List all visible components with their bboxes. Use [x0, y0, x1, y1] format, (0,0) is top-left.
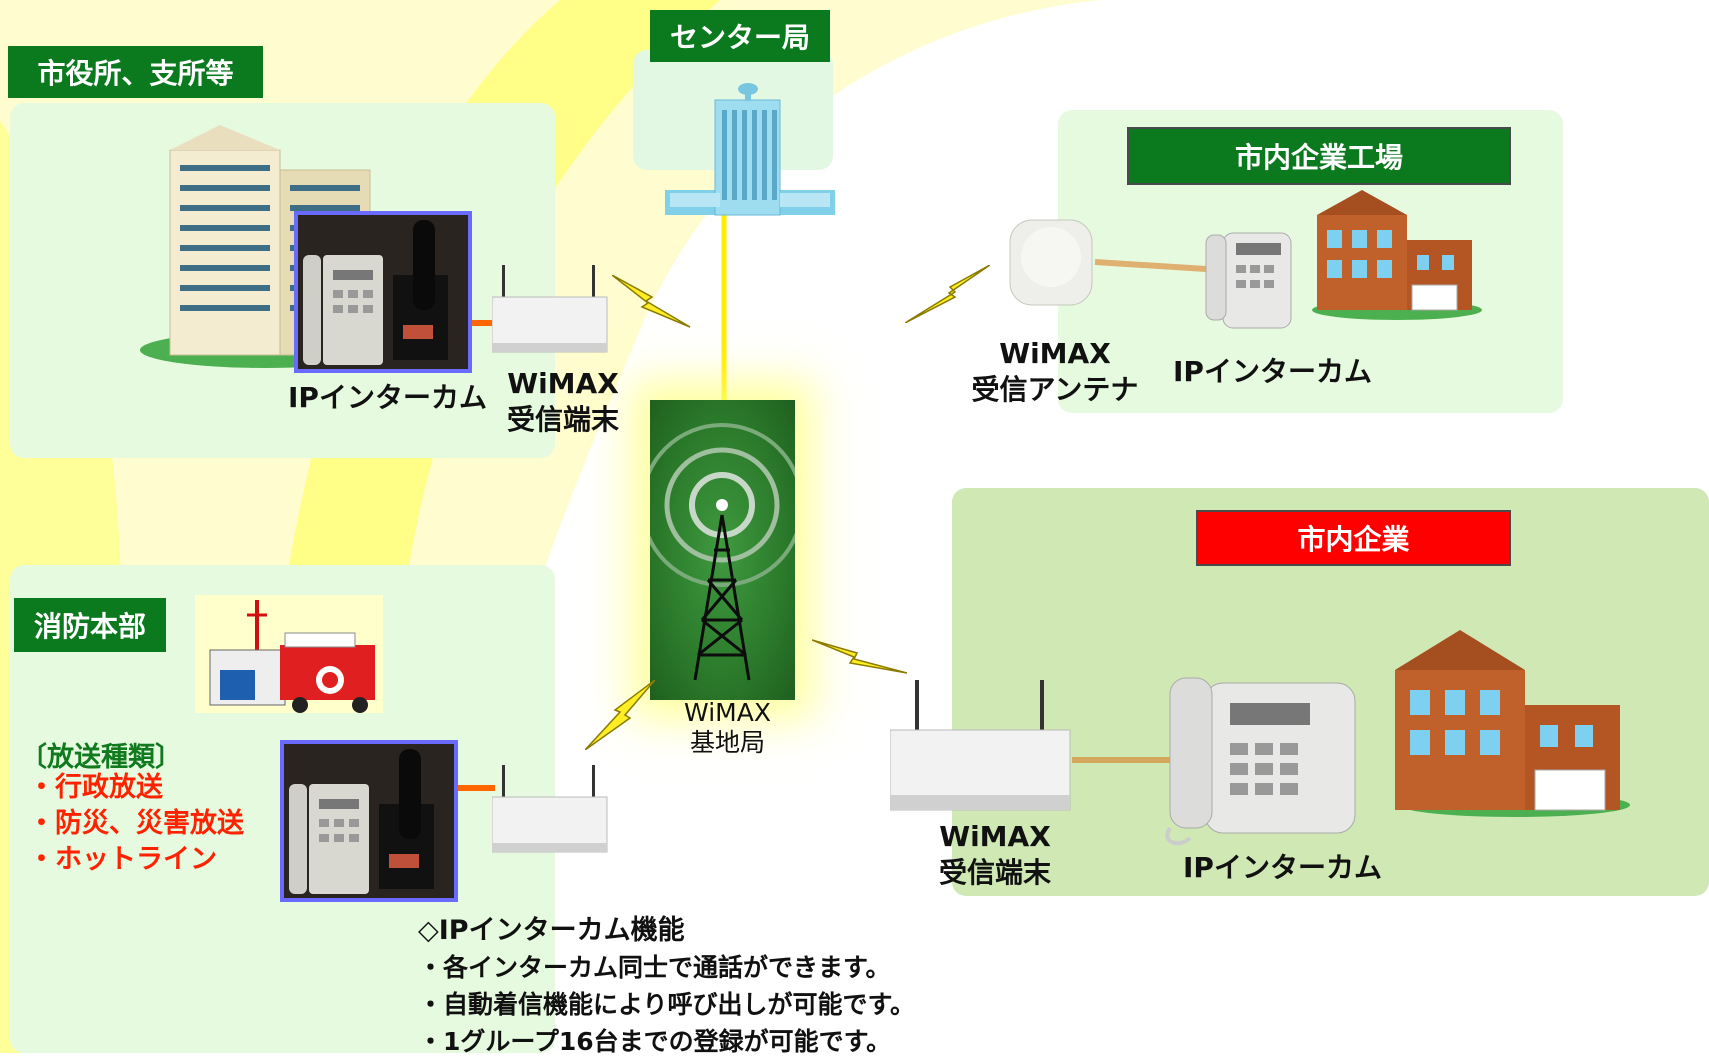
function-item: ・各インターカム同士で通話ができます。 — [418, 953, 891, 982]
lightning-icon-4 — [585, 680, 655, 750]
intercom-functions: ◇IPインターカム機能 ・各インターカム同士で通話ができます。 ・自動着信機能に… — [418, 912, 915, 1060]
city-hall-label: 市役所、支所等 — [8, 46, 263, 98]
broadcast-item: ・防災、災害放送 — [28, 808, 244, 839]
center-label: センター局 — [650, 10, 830, 62]
functions-header: ◇IPインターカム機能 — [418, 915, 685, 946]
wimax-terminal-caption-2: WiMAX 受信端末 — [938, 820, 1051, 889]
intercom-phone-icon — [298, 215, 468, 369]
base-station-caption: WiMAX 基地局 — [684, 698, 771, 757]
function-item: ・自動着信機能により呼び出しが可能です。 — [418, 990, 916, 1019]
wimax-antenna-icon — [1009, 219, 1093, 306]
function-item: ・1グループ16台までの登録が可能です。 — [418, 1027, 892, 1056]
company-phone-icon — [1165, 677, 1356, 846]
broadcast-types-header: 〔放送種類〕 — [20, 742, 182, 773]
wimax-tower-block — [640, 400, 804, 700]
broadcast-types-list: ・行政放送 ・防災、災害放送 ・ホットライン — [28, 770, 244, 878]
intercom-phone-icon — [284, 744, 454, 898]
factory-phone-icon — [1205, 232, 1292, 329]
factory-link — [1094, 259, 1223, 273]
ip-intercom-caption-1: IPインターカム — [288, 381, 487, 414]
wimax-router-icon-2 — [492, 765, 608, 853]
company-building-icon — [1395, 630, 1630, 817]
ip-intercom-photo-1 — [294, 211, 472, 373]
wimax-router-icon-1 — [492, 265, 608, 353]
ip-intercom-caption-2: IPインターカム — [1173, 355, 1372, 388]
wimax-terminal-caption-1: WiMAX 受信端末 — [506, 367, 619, 436]
factory-label: 市内企業工場 — [1127, 127, 1511, 185]
lightning-icon-3 — [812, 639, 907, 674]
broadcast-item: ・ホットライン — [28, 844, 217, 875]
wimax-antenna-caption: WiMAX 受信アンテナ — [971, 337, 1139, 406]
center-building-icon — [665, 83, 835, 216]
factory-building-icon — [1312, 190, 1482, 320]
fire-truck-icon — [195, 595, 383, 713]
ip-intercom-caption-3: IPインターカム — [1183, 851, 1382, 884]
wimax-router-icon-3 — [890, 680, 1071, 811]
broadcast-item: ・行政放送 — [28, 772, 163, 803]
lightning-icon-1 — [612, 275, 691, 328]
ip-intercom-photo-2 — [280, 740, 458, 902]
fire-label: 消防本部 — [14, 598, 166, 652]
company-label: 市内企業 — [1196, 510, 1511, 566]
lightning-icon-2 — [905, 265, 990, 323]
tower-icon — [640, 423, 804, 681]
